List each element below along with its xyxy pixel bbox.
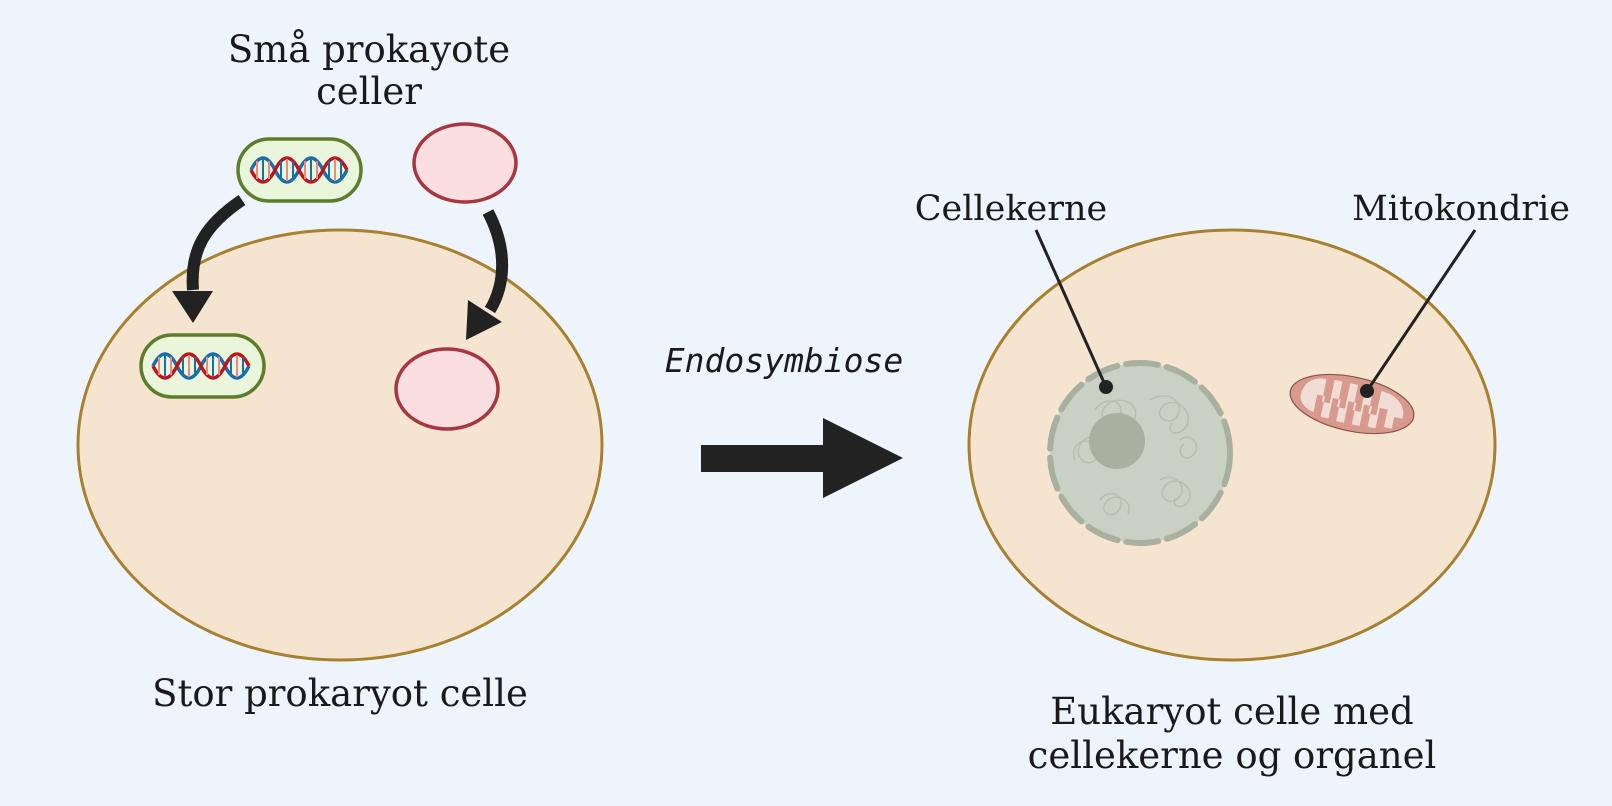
mitochondrion-pointer (1360, 229, 1477, 398)
mitochondrion-label: Mitokondrie (1352, 189, 1570, 229)
small-cells-label-line2: celler (316, 70, 422, 113)
eukaryote-label-line2: cellekerne og organel (1028, 734, 1437, 777)
process-arrow-icon (701, 418, 903, 498)
large-cell-label: Stor prokaryot celle (152, 672, 528, 715)
bacterium-inside (139, 333, 266, 399)
nucleolus (1089, 413, 1145, 469)
small-pink-cell-outside (412, 122, 518, 204)
small-cells-label-line1: Små prokayote (228, 28, 510, 71)
eukaryote-label-line1: Eukaryot celle med (1050, 690, 1413, 733)
nucleus-pointer (1034, 229, 1113, 394)
small-bacterium-outside (236, 137, 363, 203)
pink-cell-inside (394, 347, 500, 431)
curved-arrow-left-icon (172, 195, 246, 323)
curved-arrow-right-icon (466, 209, 509, 340)
mitochondrion (1289, 373, 1415, 435)
large-prokaryote-cell (76, 228, 604, 662)
process-label: Endosymbiose (665, 341, 903, 380)
nucleus (1047, 360, 1233, 546)
nucleus-label: Cellekerne (915, 189, 1108, 229)
